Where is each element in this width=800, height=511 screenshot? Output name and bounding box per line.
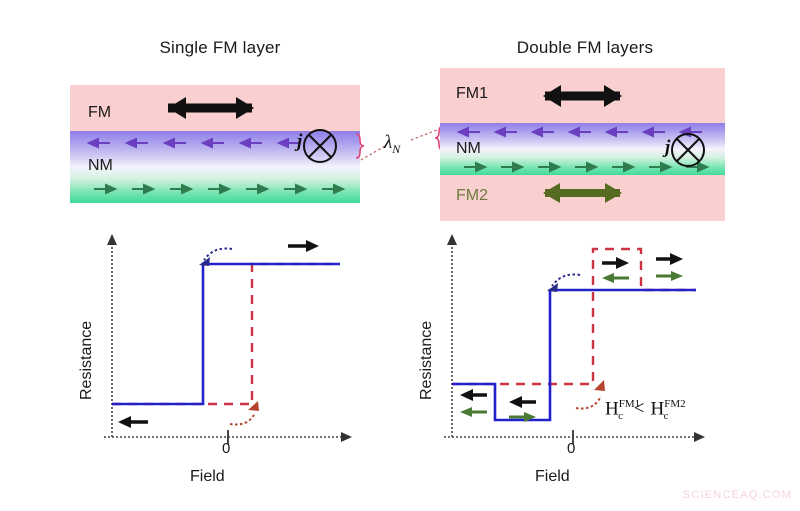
spin-diffusion-length-label: λN [384, 132, 400, 157]
nm-top-spin-arrows-icon [86, 137, 300, 149]
hc-second-symbol: H [650, 398, 665, 420]
left-hysteresis-graph [104, 234, 352, 444]
fm-magnetization-arrow-icon [168, 97, 254, 119]
right-fm2-layer [440, 175, 725, 221]
right-hysteresis-graph [444, 234, 705, 444]
right-fm1-label: FM1 [456, 85, 488, 102]
right-x-axis-label: Field [535, 468, 570, 485]
left-increasing-branch-curve [112, 262, 340, 406]
right-nm-top-spin-arrows-icon [456, 126, 702, 138]
right-graph-axes [444, 234, 705, 444]
right-stack-arrows [456, 85, 710, 203]
left-current-into-page-icon [303, 129, 337, 163]
left-x-axis-label: Field [190, 468, 225, 485]
left-stack-arrows [86, 97, 346, 195]
hc-second-superscript: FM2 [664, 398, 686, 410]
right-panel-title: Double FM layers [516, 38, 654, 57]
lambda-symbol: λ [384, 132, 393, 153]
right-fm2-label: FM2 [456, 187, 488, 204]
right-decreasing-branch-curve [452, 288, 696, 422]
hc-second-subscript: c [663, 410, 669, 423]
right-nm-bottom-spin-arrows-icon [464, 161, 710, 173]
right-nm-label: NM [456, 140, 481, 157]
left-graph-axes [104, 234, 352, 444]
site-watermark: SCIENCEAQ.COM [682, 489, 792, 501]
left-sweep-up-hint-arrow-icon [229, 401, 259, 426]
lambda-leader-lines [355, 125, 444, 161]
left-origin-tick-label: 0 [222, 440, 231, 457]
coercivity-inequality: HFM1c <HFM2c [605, 398, 686, 423]
right-blue-dip-arrows-icon [509, 396, 536, 422]
left-low-state-arrow-icon [118, 416, 148, 428]
right-right-plateau-arrows-icon [656, 253, 683, 281]
fm1-magnetization-arrow-icon [543, 85, 622, 107]
left-sweep-down-hint-arrow-icon [199, 247, 233, 266]
left-nm-label: NM [88, 157, 113, 174]
right-y-axis-label: Resistance [418, 320, 435, 400]
fm2-magnetization-arrow-icon [543, 183, 622, 203]
hc-relation: < [633, 398, 645, 420]
right-current-into-page-icon [671, 133, 705, 167]
hc-first-subscript: c [618, 410, 624, 423]
right-origin-tick-label: 0 [567, 440, 576, 457]
left-decreasing-branch-curve [112, 262, 340, 406]
left-y-axis-label: Resistance [78, 320, 95, 400]
nm-bottom-spin-arrows-icon [94, 183, 346, 195]
right-current-label: j [665, 137, 671, 158]
right-sweep-up-hint-arrow-icon [575, 380, 605, 410]
right-sweep-down-hint-arrow-icon [547, 273, 581, 292]
left-current-label: j [297, 131, 303, 152]
right-left-plateau-arrows-icon [460, 389, 487, 417]
left-fm-label: FM [88, 104, 112, 121]
right-red-peak-arrows-icon [602, 257, 629, 283]
left-high-state-arrow-icon [288, 240, 319, 252]
hc-first-symbol: H [605, 398, 619, 420]
right-increasing-branch-curve [452, 247, 696, 386]
lambda-subscript: N [392, 141, 401, 156]
left-panel-title: Single FM layer [159, 38, 281, 57]
